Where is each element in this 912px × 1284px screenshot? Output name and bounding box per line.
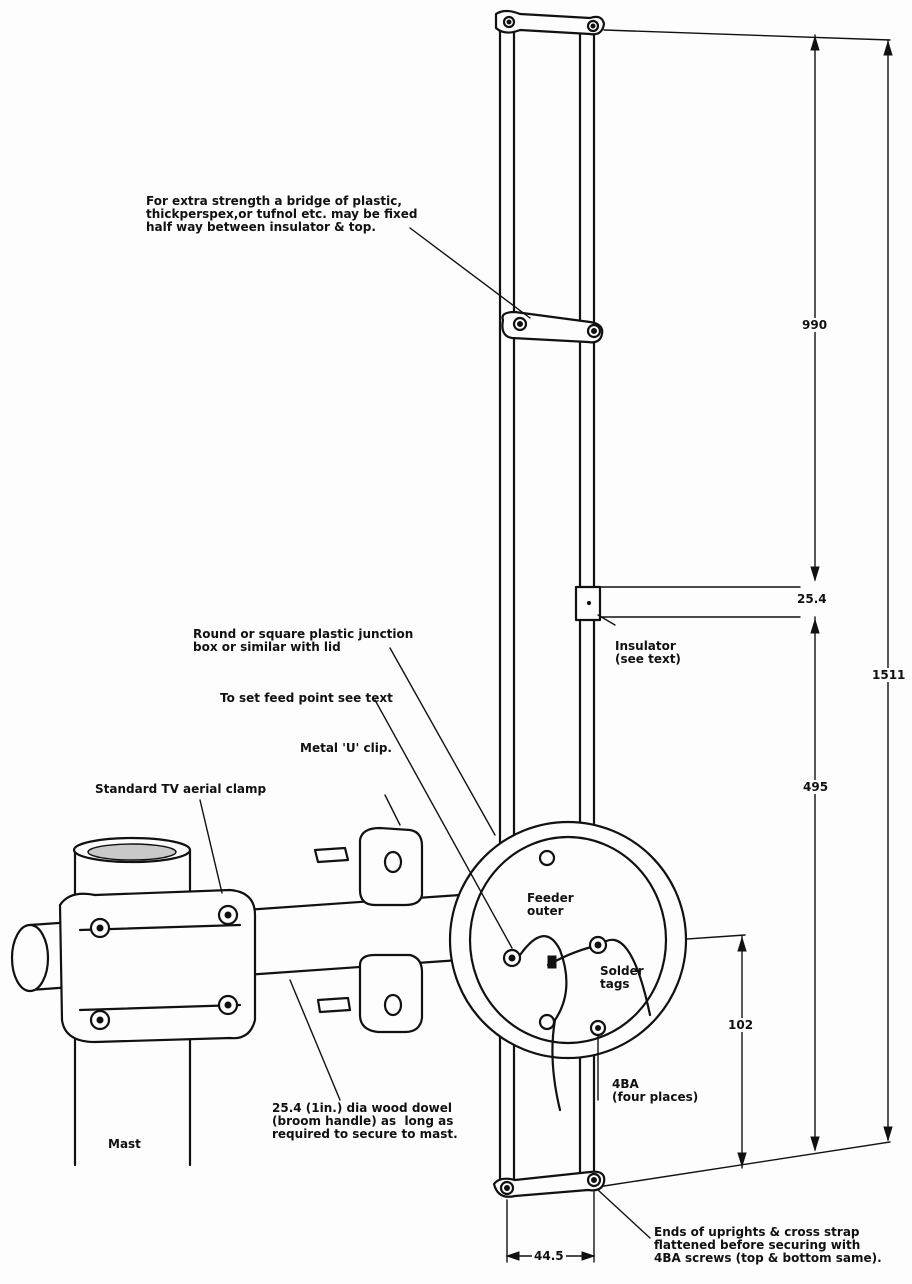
- solder-tags-label: Solder tags: [600, 964, 644, 991]
- dim-gap: 25.4: [795, 592, 829, 606]
- dim-spacing: 44.5: [532, 1249, 566, 1263]
- feed-point-note: To set feed point see text: [220, 691, 393, 705]
- dimension-lines-right: [599, 29, 893, 1187]
- tv-clamp-label: Standard TV aerial clamp: [95, 782, 267, 796]
- bridge-plate: [501, 310, 604, 344]
- dowel-note: 25.4 (1in.) dia wood dowel (broom handle…: [272, 1101, 458, 1141]
- screws-4ba-label: 4BA (four places): [612, 1077, 699, 1104]
- dimension-spacing: [505, 1191, 596, 1263]
- bottom-cross-strap: [492, 1170, 606, 1198]
- tv-aerial-clamp: [58, 888, 257, 1044]
- leader-lines: [199, 227, 651, 1239]
- mast-label: Mast: [108, 1137, 141, 1151]
- junction-box: [448, 820, 688, 1112]
- u-clip-label: Metal 'U' clip.: [300, 741, 392, 755]
- dim-upper: 990: [800, 318, 830, 332]
- dim-lower: 495: [801, 780, 831, 794]
- insulator-block: [574, 585, 602, 622]
- feeder-outer-label: Feeder outer: [527, 891, 574, 918]
- junction-box-note: Round or square plastic junction box or …: [193, 627, 414, 654]
- insulator-label: Insulator (see text): [615, 639, 681, 666]
- ends-note: Ends of uprights & cross strap flattened…: [654, 1225, 882, 1265]
- dim-feed-height: 102: [726, 1018, 756, 1032]
- top-cross-strap: [494, 9, 606, 36]
- dim-overall: 1511: [870, 668, 908, 682]
- u-clip: [313, 826, 424, 1034]
- bridge-note: For extra strength a bridge of plastic, …: [146, 194, 418, 234]
